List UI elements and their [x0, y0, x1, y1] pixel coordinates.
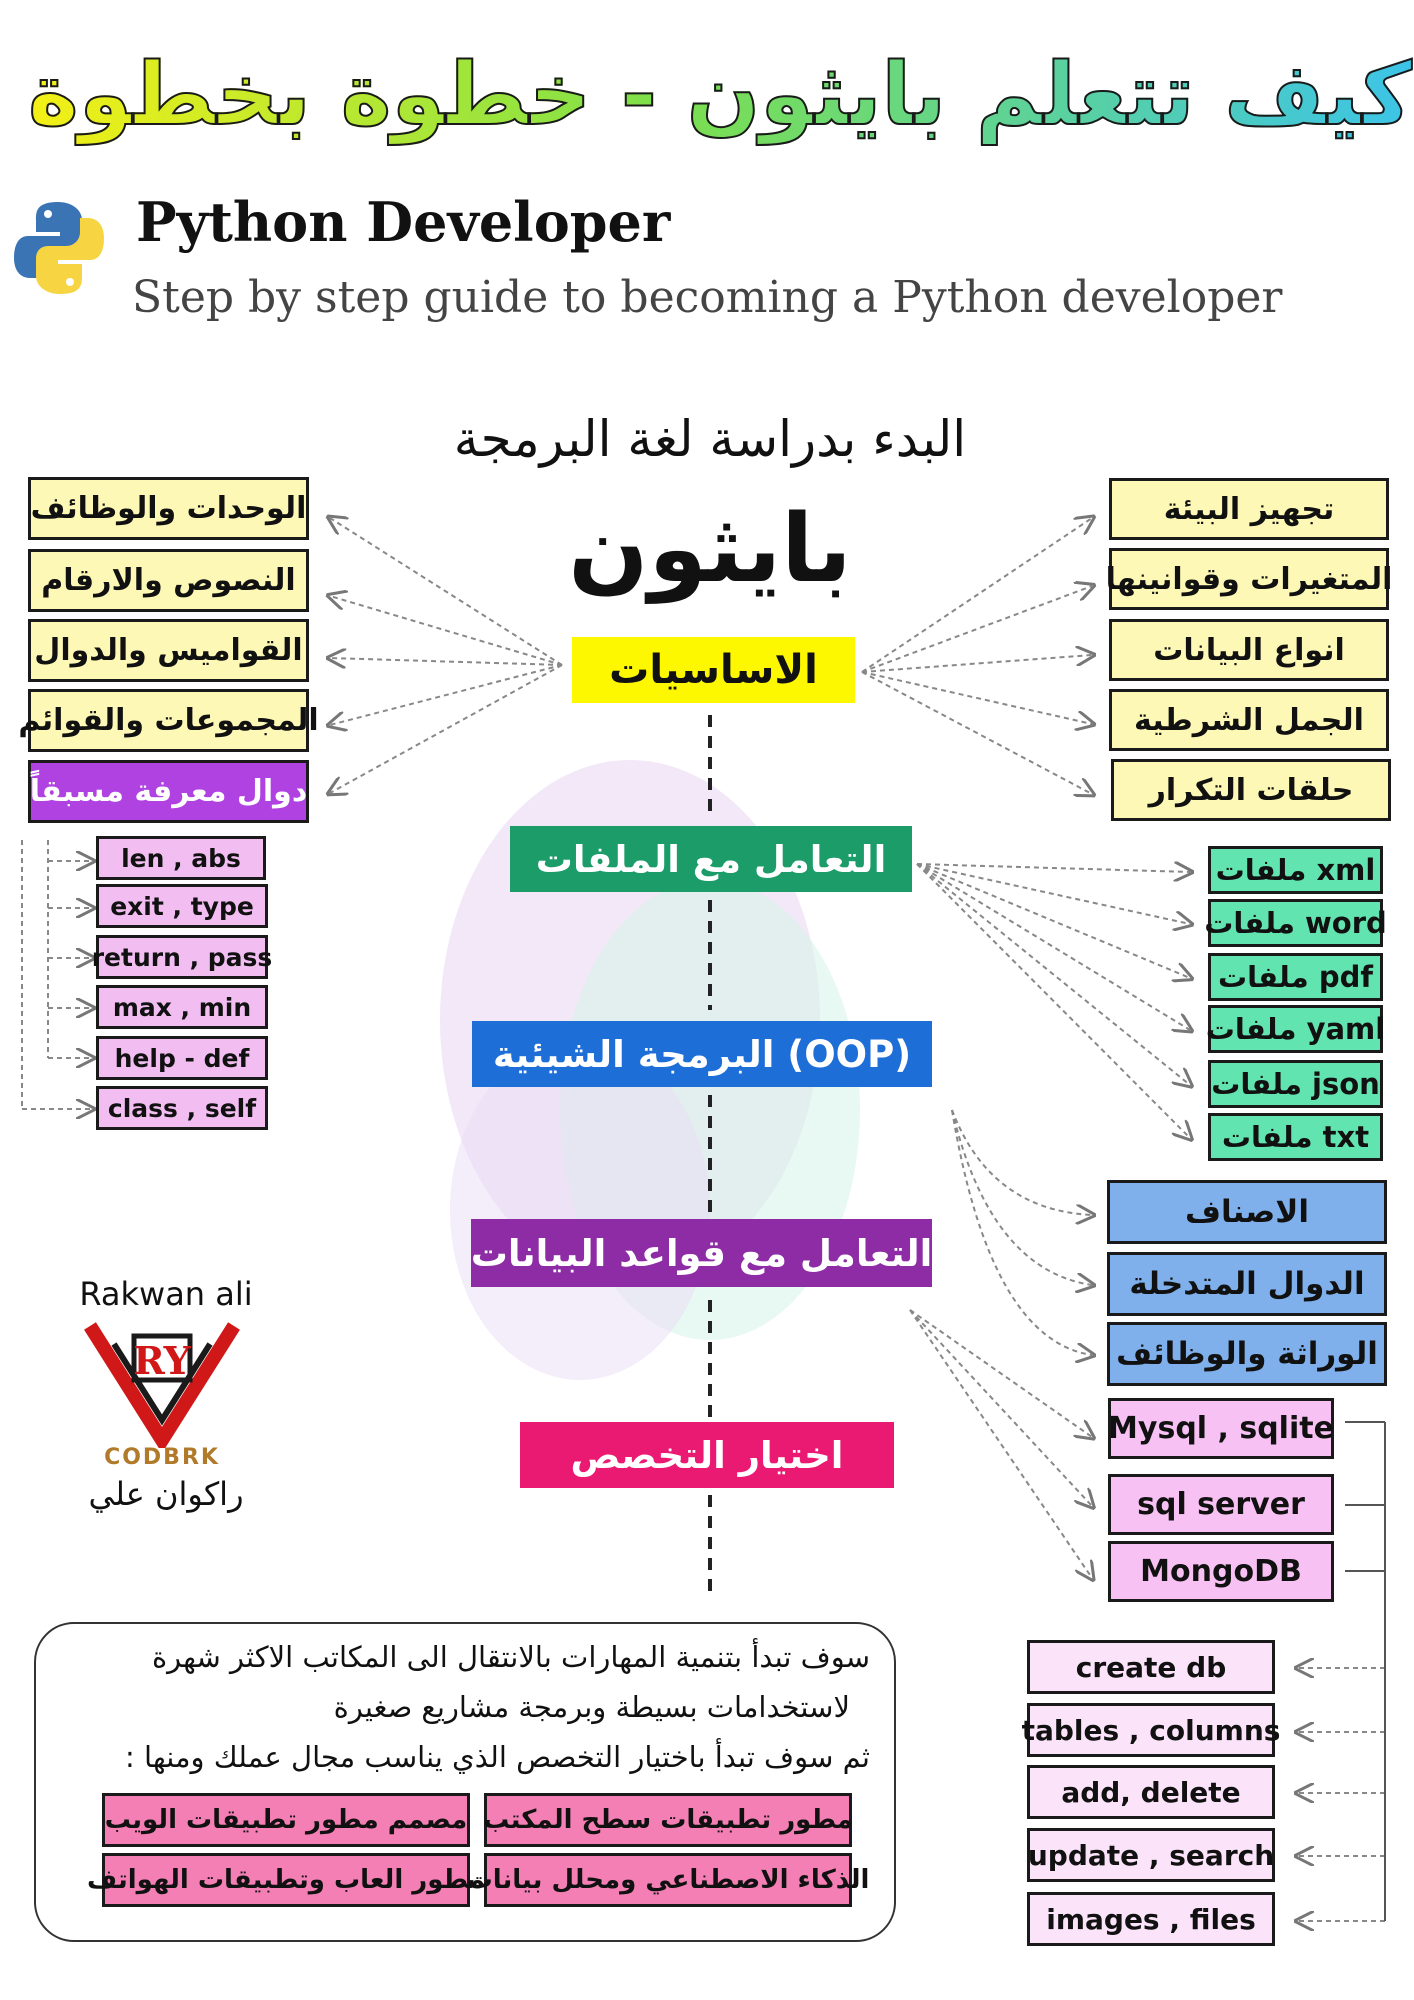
file-type-item: ملفات txt	[1208, 1113, 1383, 1161]
stage-specialization: اختيار التخصص	[520, 1422, 894, 1488]
database-item: sql server	[1108, 1474, 1334, 1535]
career-item: مطور العاب وتطبيقات الهواتف	[102, 1853, 470, 1907]
db-operation-item: images , files	[1027, 1892, 1275, 1946]
basics-left-item: المجموعات والقوائم	[28, 689, 309, 752]
builtin-item: help - def	[96, 1036, 268, 1080]
db-operation-item: create db	[1027, 1640, 1275, 1694]
db-operation-item: add, delete	[1027, 1765, 1275, 1819]
builtin-item: len , abs	[96, 836, 266, 880]
file-type-item: ملفات xml	[1208, 846, 1383, 894]
summary-line-1: سوف تبدأ بتنمية المهارات بالانتقال الى ا…	[60, 1640, 870, 1674]
author-logo-icon: RY	[84, 1318, 240, 1448]
basics-right-item: انواع البيانات	[1109, 619, 1389, 681]
database-item: MongoDB	[1108, 1541, 1334, 1602]
file-type-item: ملفات json	[1208, 1060, 1383, 1108]
stage-databases: التعامل مع قواعد البيانات	[471, 1219, 932, 1287]
builtin-item: class , self	[96, 1086, 268, 1130]
arabic-title-text: كيف تتعلم بايثون - خطوة بخطوة	[28, 45, 1412, 145]
oop-topic-item: الاصناف	[1107, 1180, 1387, 1244]
basics-left-item: القواميس والدوال	[28, 619, 309, 682]
basics-left-item: الوحدات والوظائف	[28, 477, 309, 540]
basics-right-item: تجهيز البيئة	[1109, 478, 1389, 540]
author-logo-text: CODBRK	[84, 1445, 240, 1470]
basics-right-item: حلقات التكرار	[1111, 759, 1391, 821]
stage-oop: البرمجة الشيئية (OOP)	[472, 1021, 932, 1087]
builtin-item: max , min	[96, 985, 268, 1029]
svg-text:RY: RY	[133, 1338, 191, 1383]
builtin-item: exit , type	[96, 884, 268, 928]
summary-line-3: ثم سوف تبدأ باختيار التخصص الذي يناسب مج…	[60, 1740, 870, 1774]
file-type-item: ملفات word	[1208, 899, 1383, 947]
english-title: Python Developer	[136, 190, 670, 254]
summary-line-2: لاستخدامات بسيطة وبرمجة مشاريع صغيرة	[60, 1690, 870, 1724]
english-subtitle: Step by step guide to becoming a Python …	[132, 272, 1282, 323]
author-name-en: Rakwan ali	[66, 1275, 266, 1313]
oop-topic-item: الوراثة والوظائف	[1107, 1322, 1387, 1386]
stage-files: التعامل مع الملفات	[510, 826, 912, 892]
basics-left-item: النصوص والارقام	[28, 549, 309, 612]
database-item: Mysql , sqlite	[1108, 1398, 1334, 1459]
basics-right-item: الجمل الشرطية	[1109, 689, 1389, 751]
basics-right-item: المتغيرات وقوانينها	[1109, 548, 1389, 610]
career-item: الذكاء الاصطناعي ومحلل بيانات	[484, 1853, 852, 1907]
builtin-item: return , pass	[96, 935, 268, 979]
career-item: مصمم مطور تطبيقات الويب	[102, 1793, 470, 1847]
python-logo-icon	[14, 198, 104, 298]
db-operation-item: update , search	[1027, 1828, 1275, 1882]
intro-heading: البدء بدراسة لغة البرمجة	[390, 410, 1030, 468]
oop-topic-item: الدوال المتدخلة	[1107, 1252, 1387, 1316]
stage-basics: الاساسيات	[572, 637, 855, 703]
file-type-item: ملفات yaml	[1208, 1005, 1383, 1053]
author-name-ar: راكوان علي	[66, 1475, 266, 1513]
career-item: مطور تطبيقات سطح المكتب	[484, 1793, 852, 1847]
file-type-item: ملفات pdf	[1208, 953, 1383, 1001]
db-operation-item: tables , columns	[1027, 1703, 1275, 1757]
arabic-main-title: كيف تتعلم بايثون - خطوة بخطوة	[140, 30, 1300, 160]
builtins-title: دوال معرفة مسبقاً	[28, 760, 309, 823]
intro-python-word: بايثون	[500, 495, 920, 604]
